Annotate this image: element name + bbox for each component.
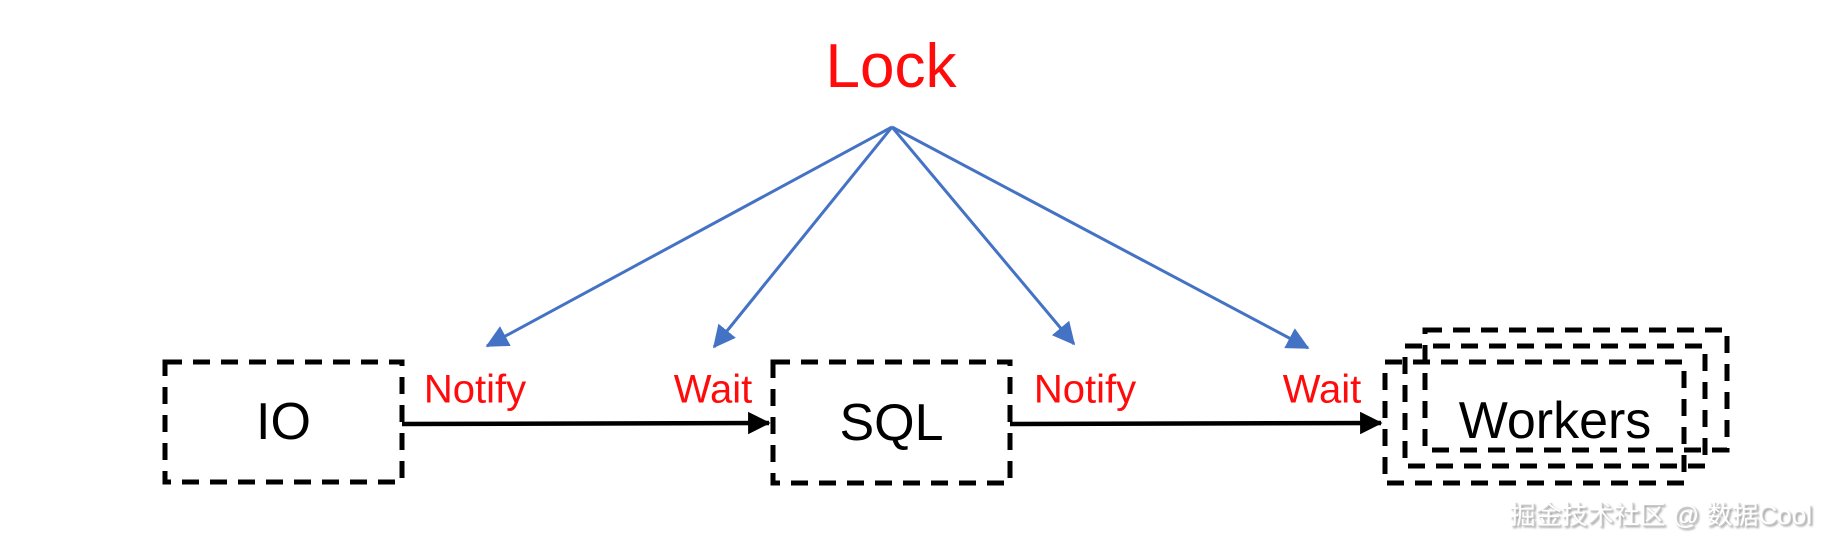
edge-label-wait-sql-workers: Wait [1282, 367, 1362, 412]
lock-title: Lock [825, 32, 957, 101]
lock-arrow-to-notify-1-icon [485, 125, 893, 348]
edge-label-notify-io-sql: Notify [423, 367, 527, 412]
edge-sql-to-workers-arrow-icon [1009, 411, 1383, 435]
sql-node-box [770, 359, 1013, 486]
watermark-text: 掘金技术社区 @ 数据Cool [1509, 500, 1812, 530]
workers-node-label: Workers [1458, 391, 1652, 450]
edge-io-to-sql-arrow-icon [401, 411, 771, 435]
lock-arrow-to-notify-2-icon [890, 126, 1076, 346]
sql-node-label: SQL [839, 393, 944, 452]
io-node-label: IO [256, 393, 311, 451]
workers-node-box-middle [1402, 343, 1708, 469]
lock-arrow-to-wait-2-icon [891, 125, 1310, 350]
workers-node-box-front [1382, 359, 1687, 486]
io-node-box [162, 359, 405, 485]
workers-node-box-back [1422, 327, 1730, 453]
edge-label-notify-sql-workers: Notify [1033, 367, 1137, 412]
lock-arrow-to-wait-1-icon [712, 126, 894, 349]
edge-label-wait-io-sql: Wait [673, 367, 753, 412]
